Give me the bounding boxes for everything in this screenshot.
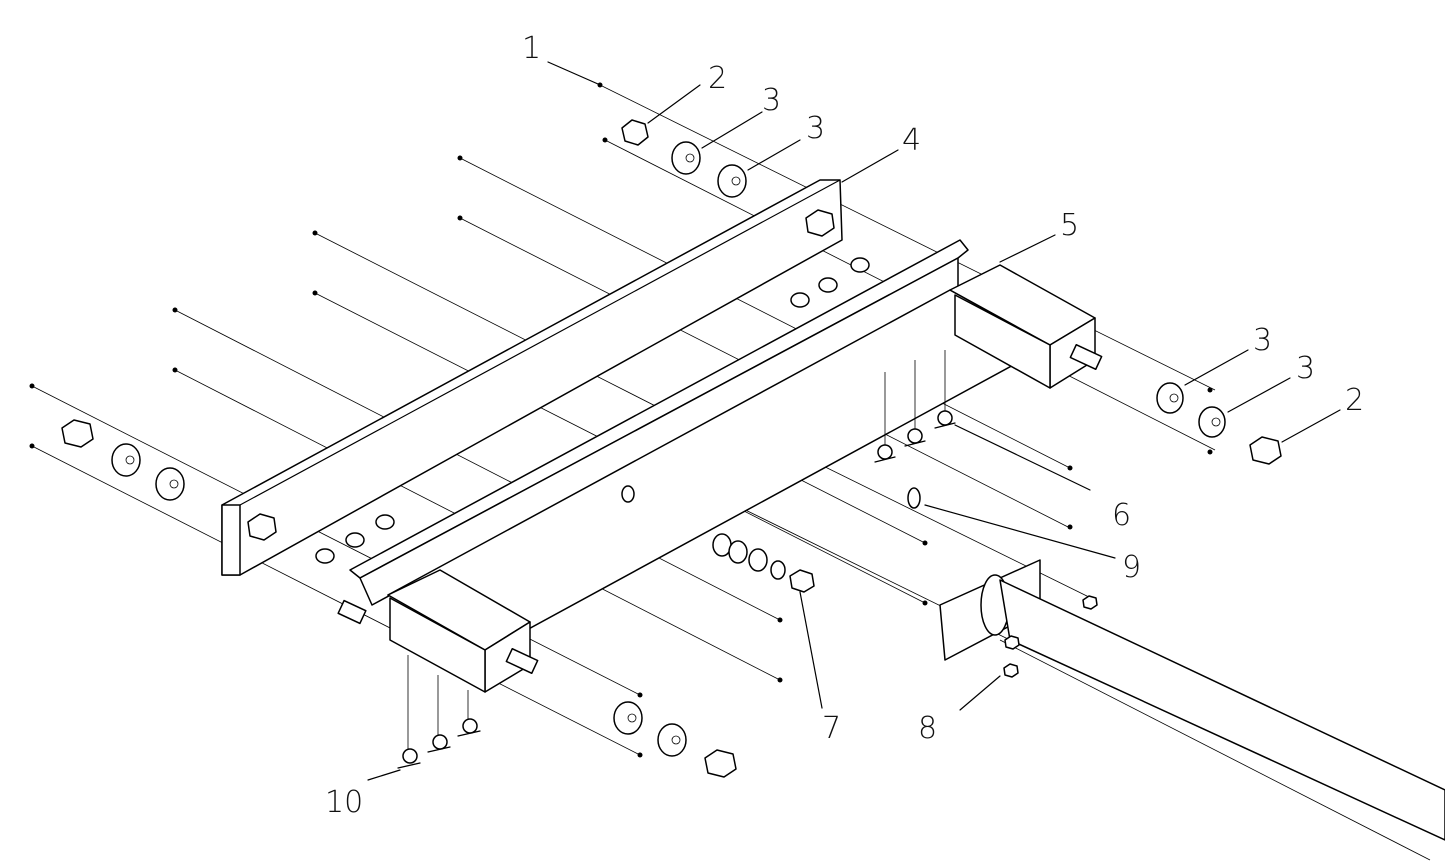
callout-2: 2 bbox=[1345, 383, 1364, 418]
washers-and-nuts bbox=[61, 119, 1282, 778]
hex-nut-2a bbox=[621, 119, 649, 146]
callout-8: 8 bbox=[918, 711, 937, 746]
callout-7: 7 bbox=[822, 711, 841, 746]
fastener-dots bbox=[29, 82, 1213, 758]
callout-9: 9 bbox=[1122, 550, 1141, 585]
mounting-plate bbox=[221, 179, 843, 576]
callout-labels: 1 2 3 3 4 5 3 3 2 6 9 7 8 10 bbox=[325, 31, 1364, 820]
leader-lines bbox=[367, 61, 1341, 781]
callout-3: 3 bbox=[1253, 323, 1272, 358]
u-frame-channel bbox=[337, 239, 1103, 693]
callout-4: 4 bbox=[902, 123, 921, 158]
callout-1: 1 bbox=[522, 31, 541, 66]
callout-5: 5 bbox=[1060, 208, 1079, 243]
callout-6: 6 bbox=[1112, 498, 1131, 533]
callout-2: 2 bbox=[708, 61, 727, 96]
hex-nut-2b bbox=[1249, 436, 1282, 465]
callout-3: 3 bbox=[762, 83, 781, 118]
drawbar-tube bbox=[939, 559, 1445, 841]
callout-3: 3 bbox=[806, 111, 825, 146]
callout-10: 10 bbox=[325, 785, 363, 820]
wire-clamps bbox=[397, 350, 956, 769]
callout-3: 3 bbox=[1296, 351, 1315, 386]
